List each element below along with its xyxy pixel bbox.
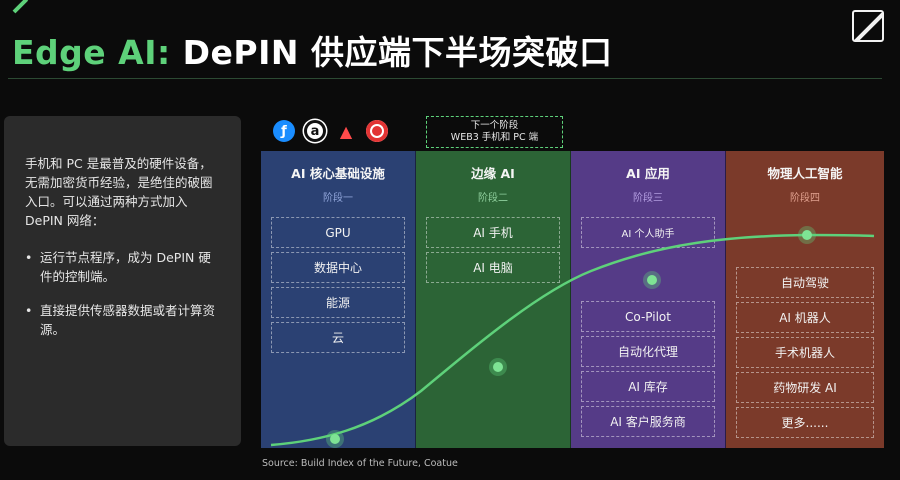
column-items: GPU 数据中心 能源 云 [271,217,405,357]
filecoin-icon: ƒ [273,120,295,142]
title-divider [8,78,882,79]
column-title: AI 应用 [626,166,670,181]
project-logos: ƒ a ▲ [273,120,388,142]
column-stage-label: 阶段一 [323,193,353,204]
list-item: 更多...... [736,407,874,438]
page-title: Edge AI: DePIN 供应端下半场突破口 [12,26,613,74]
render-icon [366,120,388,142]
list-item: AI 机器人 [736,302,874,333]
list-item: AI 客户服务商 [581,406,715,437]
list-item: 数据中心 [271,252,405,283]
list-item: AI 库存 [581,371,715,402]
list-item: AI 电脑 [426,252,560,283]
column-items: AI 个人助手 [581,217,715,252]
slash-square-icon [852,10,884,42]
list-item: 自动驾驶 [736,267,874,298]
list-item: GPU [271,217,405,248]
next-stage-line2: WEB3 手机和 PC 端 [450,132,539,143]
list-item: Co-Pilot [581,301,715,332]
column-stage-4: 物理人工智能 阶段四 自动驾驶 AI 机器人 手术机器人 药物研发 AI 更多.… [726,151,884,448]
list-item: 药物研发 AI [736,372,874,403]
list-item: AI 个人助手 [581,217,715,248]
column-stage-3: AI 应用 阶段三 AI 个人助手 Co-Pilot 自动化代理 AI 库存 A… [571,151,726,448]
list-item: AI 手机 [426,217,560,248]
list-item: 云 [271,322,405,353]
next-stage-line1: 下一个阶段 [470,120,519,131]
column-items-lower: Co-Pilot 自动化代理 AI 库存 AI 客户服务商 [581,301,715,441]
column-stage-2: 边缘 AI 阶段二 AI 手机 AI 电脑 [416,151,571,448]
livepeer-icon: ▲ [339,121,353,141]
stage-columns: AI 核心基础设施 阶段一 GPU 数据中心 能源 云 边缘 AI 阶段二 AI… [261,151,884,448]
column-items-lower: 自动驾驶 AI 机器人 手术机器人 药物研发 AI 更多...... [736,267,874,442]
list-item: 能源 [271,287,405,318]
next-stage-callout: 下一个阶段 WEB3 手机和 PC 端 [426,116,563,148]
title-accent-mark [12,0,29,14]
title-accent: Edge AI: [12,33,171,72]
column-title: 物理人工智能 [767,166,843,181]
info-bullet: 运行节点程序，成为 DePIN 硬件的控制端。 [25,248,223,286]
column-title: 边缘 AI [471,166,515,181]
column-stage-label: 阶段三 [633,193,663,204]
info-intro: 手机和 PC 是最普及的硬件设备，无需加密货币经验，是绝佳的破圈入口。可以通过两… [25,156,213,228]
column-items: AI 手机 AI 电脑 [426,217,560,287]
info-panel: 手机和 PC 是最普及的硬件设备，无需加密货币经验，是绝佳的破圈入口。可以通过两… [4,116,241,446]
column-stage-1: AI 核心基础设施 阶段一 GPU 数据中心 能源 云 [261,151,416,448]
info-bullets: 运行节点程序，成为 DePIN 硬件的控制端。 直接提供传感器数据或者计算资源。 [25,248,223,339]
column-stage-label: 阶段二 [478,193,508,204]
source-note: Source: Build Index of the Future, Coatu… [262,458,458,469]
list-item: 自动化代理 [581,336,715,367]
column-stage-label: 阶段四 [790,193,820,204]
list-item: 手术机器人 [736,337,874,368]
info-bullet: 直接提供传感器数据或者计算资源。 [25,301,223,339]
title-rest: DePIN 供应端下半场突破口 [170,33,613,72]
arweave-icon: a [304,120,326,142]
column-title: AI 核心基础设施 [291,166,385,181]
